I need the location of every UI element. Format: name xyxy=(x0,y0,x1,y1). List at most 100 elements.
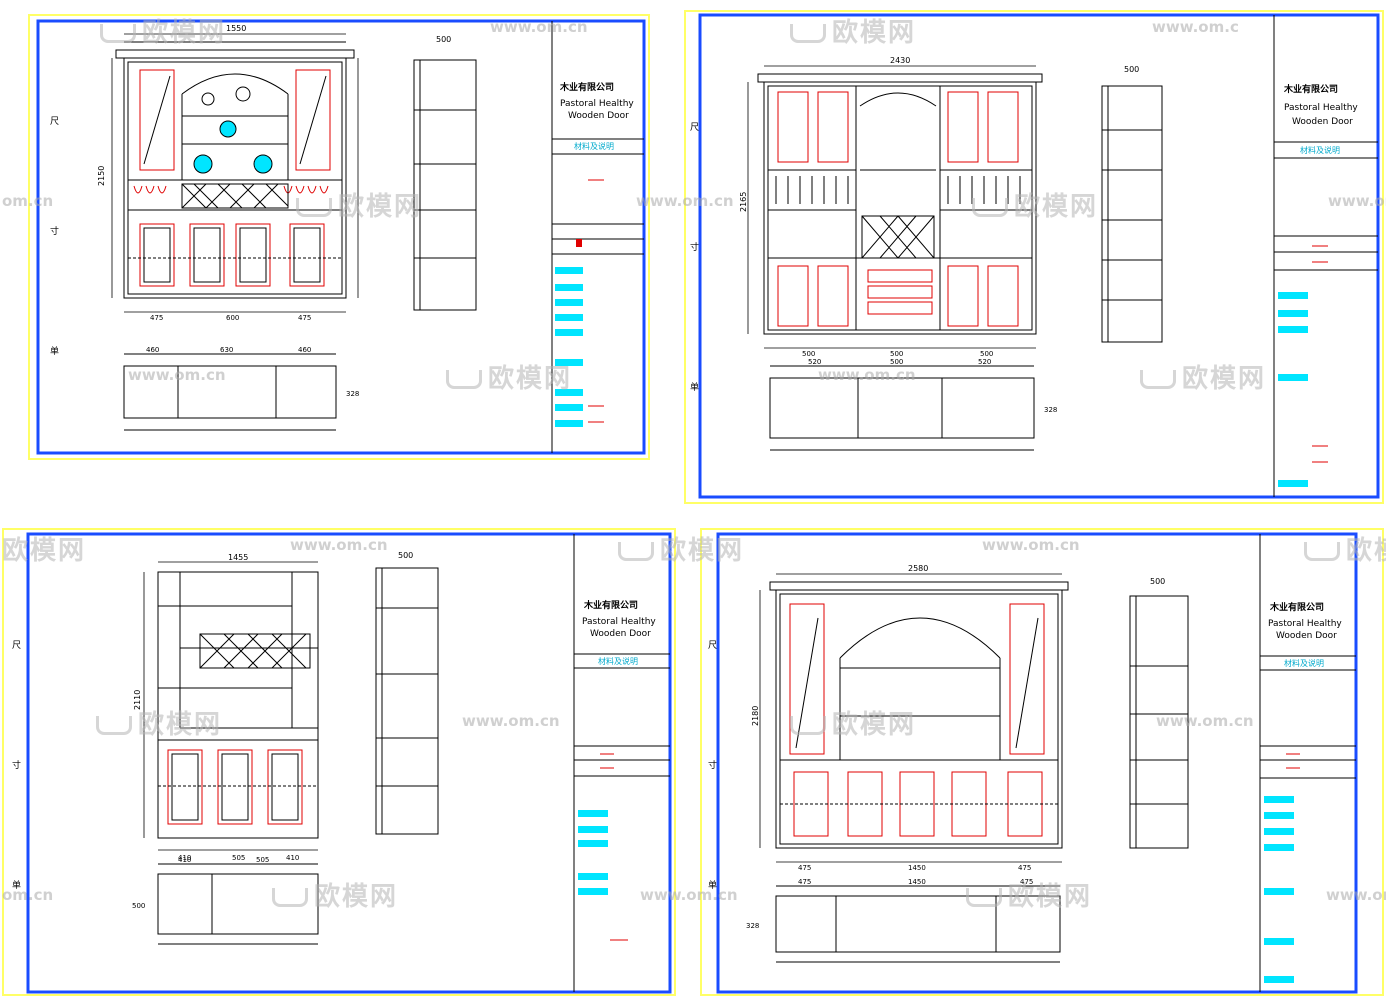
sheet-1-material-header: 材料及说明 xyxy=(574,141,614,151)
sheet-4-front-elevation xyxy=(769,581,1069,849)
sheet-2-plan-depth: 328 xyxy=(1044,406,1057,414)
sheet-3-plan-mid: 505 xyxy=(256,856,269,864)
sheet-4-plan-view xyxy=(775,885,1061,963)
sheet-2-plan-right: 520 xyxy=(978,358,991,366)
sheet-3-company: 木业有限公司 xyxy=(583,599,638,611)
sheet-4-title-block xyxy=(1259,534,1356,992)
sheet-4-frame xyxy=(716,532,1358,994)
sheet-3-depth: 500 xyxy=(398,551,413,560)
sheet-4-plan-left: 475 xyxy=(798,878,811,886)
sheet-4-bottom-left: 475 xyxy=(798,864,811,872)
svg-text:寸: 寸 xyxy=(708,759,717,771)
sheet-2-company: 木业有限公司 xyxy=(1283,83,1338,95)
sheet-4-plan-mid: 1450 xyxy=(908,878,926,886)
sheet-1-top-width: 1550 xyxy=(226,24,246,33)
sheet-1-name-line2: Wooden Door xyxy=(568,111,629,121)
sheet-3-frame xyxy=(26,532,672,994)
sheet-1-svg: 尺 寸 单 xyxy=(28,14,650,460)
sheet-2-material-header: 材料及说明 xyxy=(1300,145,1340,155)
sheet-3-plan-view xyxy=(157,863,319,945)
sheet-2-plan-mid: 500 xyxy=(890,358,903,366)
sheet-1-height: 2150 xyxy=(97,166,106,186)
sheet-4-name-line1: Pastoral Healthy xyxy=(1268,619,1342,629)
sheet-3-height: 2110 xyxy=(133,690,142,710)
svg-text:尺: 尺 xyxy=(50,116,59,127)
sheet-3-bottom-left: 410 xyxy=(178,854,191,862)
sheet-1-dimensions xyxy=(111,33,359,313)
sheet-4-plan-right: 475 xyxy=(1020,878,1033,886)
sheet-3-side-elevation xyxy=(375,567,439,835)
sheet-1-title-block xyxy=(551,21,644,453)
sheet-4-bottom-mid: 1450 xyxy=(908,864,926,872)
sheet-3-svg: 尺 寸 单 1455 2110 410 505 410 xyxy=(2,528,676,996)
sheet-1-plan-left: 460 xyxy=(146,346,159,354)
svg-text:单: 单 xyxy=(50,345,59,357)
svg-text:尺: 尺 xyxy=(690,122,699,133)
sheet-2-name-line2: Wooden Door xyxy=(1292,117,1353,127)
sheet-3-top-width: 1455 xyxy=(228,553,248,562)
svg-text:尺: 尺 xyxy=(708,640,717,651)
sheet-4-border xyxy=(700,528,1384,996)
sheet-4-depth: 500 xyxy=(1150,577,1165,586)
sheet-1-plan-view xyxy=(123,353,337,431)
sheet-1-plan-mid: 630 xyxy=(220,346,233,354)
drawing-sheet-3: 尺 寸 单 1455 2110 410 505 410 xyxy=(2,528,676,996)
drawing-sheet-1: 尺 寸 单 xyxy=(28,14,650,460)
sheet-4-height: 2180 xyxy=(751,706,760,726)
drawing-sheet-2: 尺 寸 单 xyxy=(684,10,1384,504)
sheet-3-material-header: 材料及说明 xyxy=(598,656,638,666)
sheet-4-name-line2: Wooden Door xyxy=(1276,631,1337,641)
sheet-3-dimensions xyxy=(143,561,318,851)
sheet-2-title-block xyxy=(1273,15,1378,497)
sheet-2-front-elevation xyxy=(757,73,1043,335)
sheet-3-bottom-mid: 505 xyxy=(232,854,245,862)
sheet-1-side-elevation xyxy=(413,59,477,311)
sheet-4-svg: 尺 寸 单 2580 2180 475 1450 475 xyxy=(700,528,1384,996)
sheet-2-dimensions xyxy=(747,65,1036,349)
sheet-4-bottom-right: 475 xyxy=(1018,864,1031,872)
sheet-2-bottom-right: 500 xyxy=(980,350,993,358)
sheet-1-bottom-right: 475 xyxy=(298,314,311,322)
sheet-3-name-line1: Pastoral Healthy xyxy=(582,617,656,627)
sheet-2-top-width: 2430 xyxy=(890,56,910,65)
sheet-4-company: 木业有限公司 xyxy=(1269,601,1324,613)
svg-text:单: 单 xyxy=(12,879,21,891)
sheet-2-depth: 500 xyxy=(1124,65,1139,74)
sheet-2-plan-view xyxy=(769,365,1035,451)
sheet-3-border xyxy=(2,528,676,996)
sheet-3-front-elevation xyxy=(157,571,319,839)
sheet-2-plan-left: 520 xyxy=(808,358,821,366)
sheet-2-side-elevation xyxy=(1101,85,1163,343)
sheet-2-bottom-mid: 500 xyxy=(890,350,903,358)
sheet-2-name-line1: Pastoral Healthy xyxy=(1284,103,1358,113)
sheet-3-bottom-right: 410 xyxy=(286,854,299,862)
svg-text:单: 单 xyxy=(708,879,717,891)
svg-text:寸: 寸 xyxy=(12,759,21,771)
sheet-4-dimensions xyxy=(759,573,1062,863)
sheet-3-title-block xyxy=(573,534,670,992)
sheet-1-bottom-left: 475 xyxy=(150,314,163,322)
sheet-1-front-elevation xyxy=(115,41,355,299)
sheet-4-plan-depth: 328 xyxy=(746,922,759,930)
svg-text:寸: 寸 xyxy=(50,225,59,237)
sheet-4-top-width: 2580 xyxy=(908,564,928,573)
sheet-2-svg: 尺 寸 单 xyxy=(684,10,1384,504)
svg-text:单: 单 xyxy=(690,381,699,393)
svg-text:寸: 寸 xyxy=(690,241,699,253)
sheet-2-frame xyxy=(698,13,1380,499)
sheet-1-border xyxy=(28,14,650,460)
sheet-1-plan-right: 460 xyxy=(298,346,311,354)
sheet-1-plan-depth: 328 xyxy=(346,390,359,398)
sheet-1-depth: 500 xyxy=(436,35,451,44)
sheet-3-plan-depth: 500 xyxy=(132,902,145,910)
sheet-1-name-line1: Pastoral Healthy xyxy=(560,99,634,109)
svg-text:尺: 尺 xyxy=(12,640,21,651)
sheet-1-frame xyxy=(36,19,646,455)
sheet-4-material-header: 材料及说明 xyxy=(1284,658,1324,668)
sheet-1-bottom-mid: 600 xyxy=(226,314,239,322)
sheet-4-side-elevation xyxy=(1129,595,1189,849)
sheet-2-height: 2165 xyxy=(739,192,748,212)
sheet-3-name-line2: Wooden Door xyxy=(590,629,651,639)
sheet-1-company: 木业有限公司 xyxy=(559,81,614,93)
sheet-3-plan-left: 410 xyxy=(178,856,191,864)
